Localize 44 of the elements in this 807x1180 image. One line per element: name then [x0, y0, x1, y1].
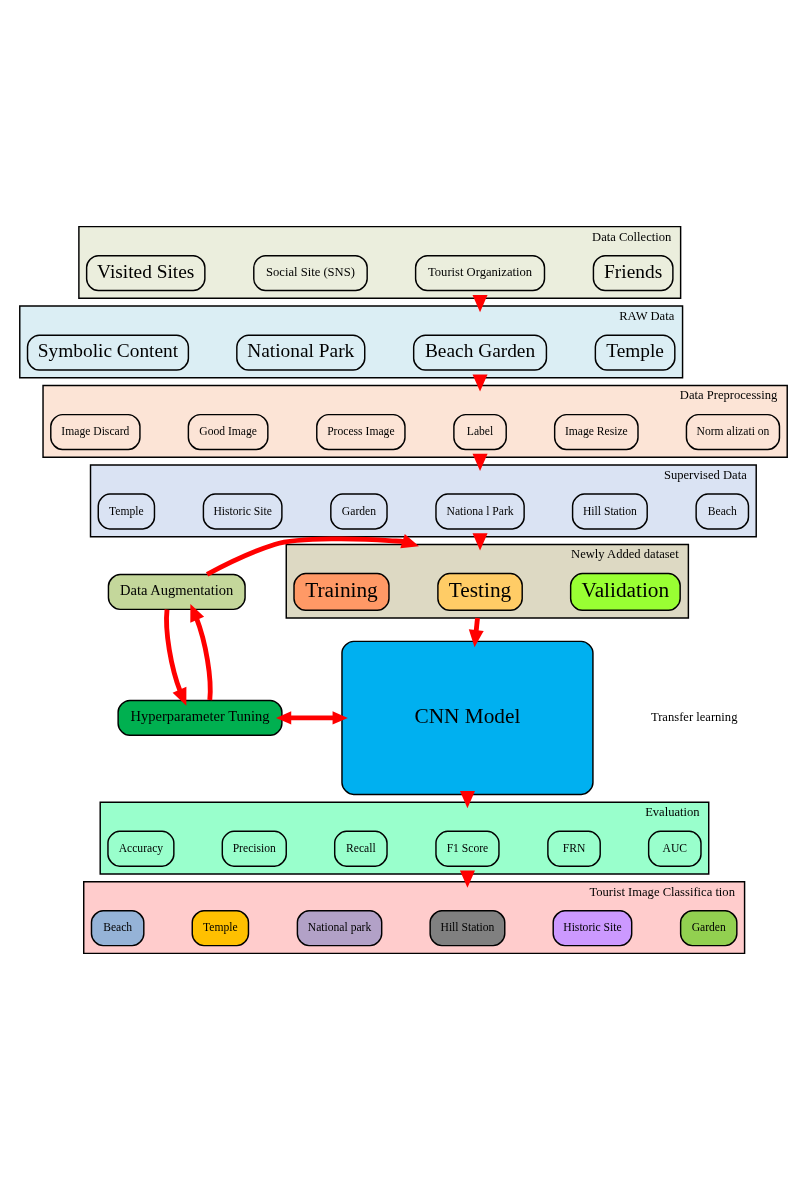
node-box: Temple	[191, 910, 250, 947]
node-box: Hill Station	[429, 910, 506, 947]
node-box: Historic Site	[202, 493, 283, 530]
node-box: Training	[293, 572, 390, 612]
node-box: Tourist Organization	[414, 254, 546, 292]
node-box: Good Image	[187, 413, 269, 451]
node-box: Beach Garden	[412, 334, 548, 371]
node-box: FRN	[547, 830, 601, 867]
node-box: F1 Score	[435, 830, 500, 867]
arrow	[472, 294, 488, 313]
arrow	[276, 711, 348, 725]
node-box: Visited Sites	[85, 254, 206, 292]
node-box: Image Discard	[50, 413, 141, 451]
node-box: Beach	[90, 910, 145, 947]
node-box: Recall	[333, 830, 388, 867]
node-box: AUC	[647, 830, 702, 867]
arrow	[205, 533, 419, 577]
node-box: Temple	[97, 493, 156, 530]
arrow	[472, 453, 488, 472]
node-box: Hill Station	[571, 493, 648, 530]
node-box: Friends	[592, 254, 674, 292]
node-box: National Park	[236, 334, 366, 371]
node-box: Image Resize	[553, 413, 639, 451]
node-box: Precision	[221, 830, 287, 867]
node-box: Label	[453, 413, 507, 451]
node-box: Validation	[569, 572, 681, 612]
node-box: Process Image	[316, 413, 406, 451]
node-box: Garden	[330, 493, 388, 530]
node-box: Norm alizati on	[685, 413, 781, 451]
node-box: Garden	[679, 910, 738, 947]
node-box: Beach	[695, 493, 750, 530]
node-box: Social Site (SNS)	[253, 254, 368, 292]
node-box: Testing	[437, 572, 523, 612]
node-box: Nationa l Park	[435, 493, 525, 530]
label: Transfer learning	[650, 710, 738, 725]
node-box: Accuracy	[107, 830, 175, 867]
node-box: Data Augmentation	[107, 573, 246, 611]
node-box: Symbolic Content	[26, 334, 190, 371]
arrow	[190, 604, 213, 701]
node-box: Temple	[594, 334, 676, 371]
node-box: National park	[296, 910, 383, 947]
arrow	[164, 609, 187, 706]
node-box: Historic Site	[552, 910, 633, 947]
node-box: Hyperparameter Tuning	[117, 699, 283, 737]
